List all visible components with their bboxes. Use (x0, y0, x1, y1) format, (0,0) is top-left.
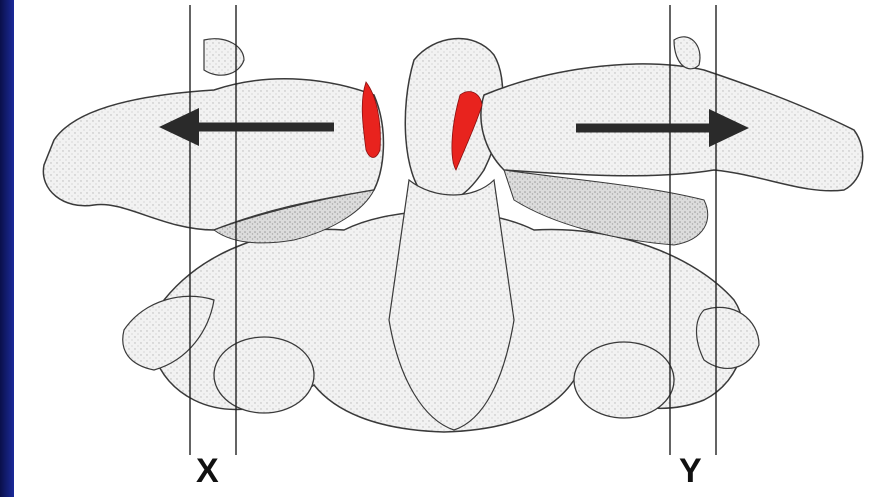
left-facet-lobe (214, 337, 314, 413)
vertebra-drawing (14, 0, 870, 497)
plane-label-x: X (196, 452, 219, 491)
left-process-tip (204, 39, 244, 76)
right-lower-wing (697, 307, 760, 368)
right-process-tip (674, 37, 700, 69)
left-border-bar (0, 0, 14, 497)
right-facet-lobe (574, 342, 674, 418)
plane-label-y: Y (679, 452, 702, 491)
vertebra-illustration: X Y (14, 0, 870, 497)
